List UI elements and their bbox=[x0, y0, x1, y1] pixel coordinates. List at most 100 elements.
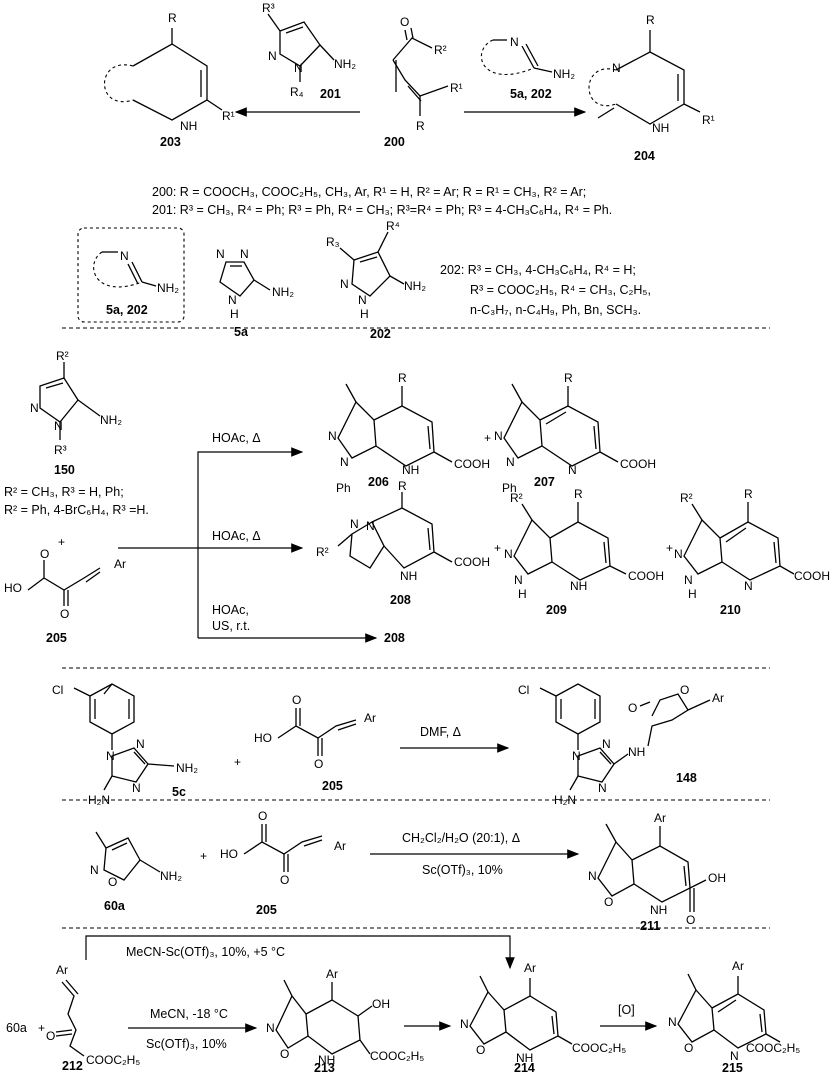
compound-number: 5a, 202 bbox=[510, 87, 552, 101]
atom-label: COOH bbox=[620, 457, 656, 471]
atom-label: N bbox=[514, 573, 523, 587]
condition-label: Sc(OTf)₃, 10% bbox=[422, 863, 503, 877]
structure-5c: Cl N N NH₂ N H₂N 5c bbox=[52, 683, 198, 807]
compound-number: 208 bbox=[390, 593, 411, 607]
atom-label: R¹ bbox=[222, 109, 235, 123]
atom-label: HO bbox=[254, 731, 272, 745]
section-4: N O NH₂ 60a + O HO O Ar 205 CH₂Cl₂/H₂O (… bbox=[90, 809, 726, 933]
atom-label: N bbox=[294, 61, 303, 75]
atom-label: Ar bbox=[654, 811, 666, 825]
structure-205-a: O HO O Ar 205 bbox=[4, 547, 126, 645]
compound-number: 205 bbox=[256, 903, 277, 917]
atom-label: N bbox=[136, 737, 145, 751]
atom-label: N bbox=[612, 61, 621, 75]
structure-202: R₃ R⁴ N N H NH₂ 202 bbox=[326, 219, 426, 341]
compound-number: 148 bbox=[676, 771, 697, 785]
atom-label: N bbox=[588, 869, 597, 883]
atom-label: NH₂ bbox=[334, 57, 356, 71]
compound-number: 5c bbox=[172, 785, 186, 799]
condition-label: DMF, Δ bbox=[420, 725, 461, 739]
atom-label: O bbox=[40, 547, 49, 561]
atom-label: N bbox=[598, 781, 607, 795]
section-1: R NH R¹ 203 R³ N N NH₂ R₄ 201 bbox=[77, 1, 715, 341]
atom-label: N bbox=[268, 49, 277, 63]
atom-label: R³ bbox=[262, 1, 275, 15]
structure-5a-202: N NH₂ 5a, 202 bbox=[480, 35, 575, 101]
atom-label: R bbox=[744, 487, 753, 501]
atom-label: NH bbox=[516, 1051, 533, 1065]
atom-label: N bbox=[216, 247, 225, 261]
atom-label: Ar bbox=[326, 967, 338, 981]
structure-205-c: O HO O Ar 205 bbox=[220, 809, 346, 917]
atom-label: R² bbox=[680, 491, 693, 505]
condition-label: HOAc, Δ bbox=[212, 529, 261, 543]
structure-208: R R² N N NH COOH 208 bbox=[316, 479, 490, 607]
atom-label: O bbox=[280, 1047, 289, 1061]
reaction-arrow bbox=[197, 447, 304, 638]
atom-label: N bbox=[240, 247, 249, 261]
atom-label: R¹ bbox=[702, 113, 715, 127]
atom-label: O bbox=[258, 809, 267, 823]
atom-label: R³ bbox=[54, 443, 67, 457]
atom-label: COOH bbox=[454, 555, 490, 569]
section-5: 60a + Ar O COOC₂H₅ 212 MeCN-Sc(OTf)₃, 10… bbox=[6, 935, 800, 1074]
atom-label: COOC₂H₅ bbox=[572, 1041, 626, 1055]
definition-202-line1: 202: R³ = CH₃, 4-CH₃C₆H₄, R⁴ = H; bbox=[440, 263, 636, 277]
structure-215: Ar N O N COOC₂H₅ 215 bbox=[668, 959, 800, 1074]
atom-label: R² bbox=[434, 43, 447, 57]
atom-label: N bbox=[494, 429, 503, 443]
compound-number: 211 bbox=[640, 919, 660, 933]
atom-label: Cl bbox=[52, 683, 63, 697]
definition-201: 201: R³ = CH₃, R⁴ = Ph; R³ = Ph, R⁴ = CH… bbox=[152, 203, 612, 217]
reaction-arrow bbox=[85, 935, 515, 970]
structure-206: R N N NH COOH Ph 206 bbox=[328, 371, 490, 495]
atom-label: R bbox=[564, 371, 573, 385]
definition-202-line3: n-C₃H₇, n-C₄H₉, Ph, Bn, SCH₃. bbox=[470, 303, 641, 317]
compound-number: 150 bbox=[54, 463, 75, 477]
condition-label: MeCN, -18 °C bbox=[150, 1007, 228, 1021]
atom-label: N bbox=[358, 293, 367, 307]
atom-label: N bbox=[340, 455, 349, 469]
reactant-60a: 60a bbox=[6, 1021, 27, 1035]
section-3: Cl N N NH₂ N H₂N 5c + O HO O Ar 205 DMF,… bbox=[52, 683, 724, 807]
atom-label: N bbox=[30, 401, 39, 415]
atom-label: R bbox=[646, 13, 655, 27]
atom-label: R₃ bbox=[326, 235, 340, 249]
compound-number: 213 bbox=[314, 1061, 335, 1074]
atom-label: O bbox=[280, 873, 289, 887]
atom-label: COOH bbox=[794, 569, 830, 583]
atom-label: Ar bbox=[712, 691, 724, 705]
atom-label: NH bbox=[650, 903, 667, 917]
atom-label: R bbox=[398, 371, 407, 385]
atom-label: N bbox=[568, 463, 577, 477]
atom-label: N bbox=[266, 1021, 275, 1035]
atom-label: R² bbox=[316, 545, 329, 559]
structure-150: R² N N NH₂ R³ 150 bbox=[30, 349, 122, 477]
condition-label: MeCN-Sc(OTf)₃, 10%, +5 °C bbox=[126, 945, 285, 959]
compound-number: 205 bbox=[322, 779, 343, 793]
atom-label: N bbox=[350, 517, 359, 531]
atom-label: N bbox=[684, 573, 693, 587]
atom-label: R¹ bbox=[450, 81, 463, 95]
atom-label: N bbox=[120, 249, 129, 263]
atom-label: NH bbox=[402, 463, 419, 477]
structure-60a: N O NH₂ 60a bbox=[90, 831, 182, 913]
atom-label: N bbox=[228, 293, 237, 307]
plus-sign: + bbox=[58, 535, 65, 549]
atom-label: N bbox=[504, 547, 513, 561]
atom-label: O bbox=[476, 1043, 485, 1057]
atom-label: N bbox=[90, 863, 99, 877]
compound-number: 204 bbox=[634, 149, 655, 163]
structure-211: Ar N O NH OH O 211 bbox=[588, 811, 726, 933]
compound-number: 201 bbox=[320, 87, 341, 101]
atom-label: COOC₂H₅ bbox=[86, 1053, 140, 1067]
atom-label: N bbox=[668, 1015, 677, 1029]
plus-sign: + bbox=[666, 541, 673, 555]
compound-number: 208 bbox=[384, 631, 405, 645]
plus-sign: + bbox=[484, 431, 491, 445]
atom-label: OH bbox=[372, 997, 390, 1011]
generic-box bbox=[77, 227, 185, 323]
compound-number: 207 bbox=[534, 475, 555, 489]
structure-212: Ar O COOC₂H₅ 212 bbox=[46, 963, 140, 1073]
